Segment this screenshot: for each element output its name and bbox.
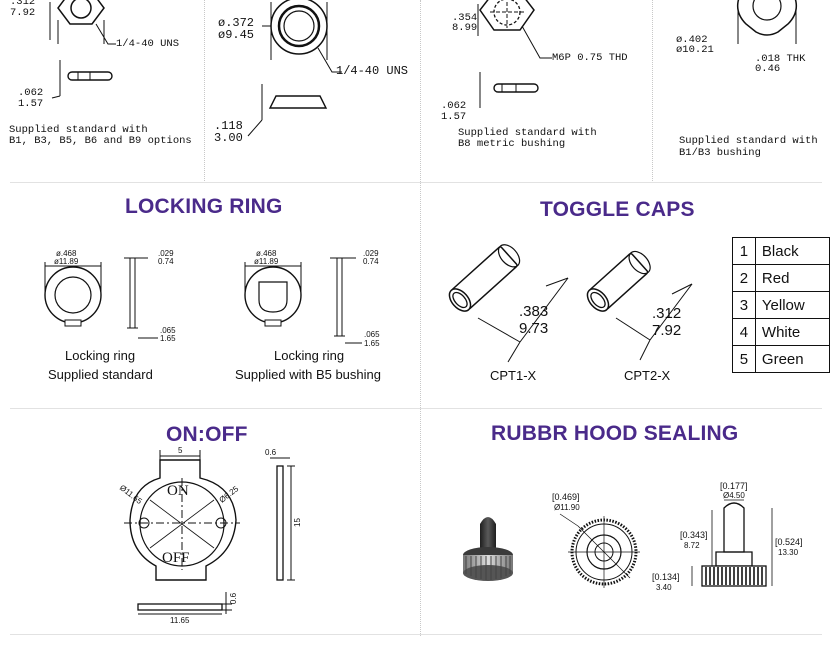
hood-h3-mm: 3.40	[656, 583, 672, 592]
round-nut-drawing	[247, 0, 342, 137]
ring2-caption-1: Locking ring	[274, 348, 345, 363]
round-nut-dia-mm: ø9.45	[218, 28, 255, 42]
toggle-cap-2-drawing	[586, 250, 693, 361]
ring2-h-in: .065	[364, 330, 380, 339]
hex-thk-mm: 1.57	[18, 98, 44, 110]
ring1-h-in: .065	[160, 326, 176, 335]
lock-washer-drawing	[736, 0, 798, 44]
cap2-label: CPT2-X	[624, 368, 671, 383]
section-title-rubber-hood: RUBBR HOOD SEALING	[491, 422, 739, 445]
hood-d1-in: [0.469]	[552, 492, 580, 502]
metric-nut-note-1: Supplied standard with	[458, 127, 597, 139]
metric-nut-drawing	[477, 0, 552, 108]
hood-d1-mm: Ø11.90	[554, 503, 580, 512]
hood-d2-in: [0.177]	[720, 481, 748, 491]
hex-dim-mm: 7.92	[10, 7, 36, 19]
ring1-dia-mm: ø11.89	[54, 257, 79, 266]
hood-h2-mm: 13.30	[778, 548, 799, 557]
ring1-caption-2: Supplied standard	[48, 367, 153, 382]
locking-ring-2-drawing	[244, 257, 362, 344]
ring2-t-mm: 0.74	[363, 257, 379, 266]
divider-v-3	[652, 0, 653, 183]
hex-note-2: B1, B3, B5, B6 and B9 options	[9, 135, 192, 147]
hood-h3-in: [0.134]	[652, 572, 680, 582]
color-name: Red	[754, 264, 830, 292]
ring1-t-mm: 0.74	[158, 257, 174, 266]
hex-nut-drawing	[49, 0, 116, 99]
ring2-dia-mm: ø11.89	[254, 257, 279, 266]
ring2-caption-2: Supplied with B5 bushing	[235, 367, 381, 382]
hex-thk-in: .062	[18, 87, 44, 99]
round-nut-h-in: .118	[214, 119, 243, 133]
color-name: Black	[754, 237, 830, 265]
hood-h1-in: [0.343]	[680, 530, 708, 540]
color-name: Yellow	[754, 291, 830, 319]
on-off-top-dim: 5	[178, 446, 183, 455]
cap1-len-in: .383	[519, 303, 549, 320]
metric-nut-dim-mm: 8.99	[452, 22, 478, 34]
hex-thread: 1/4-40 UNS	[116, 38, 180, 50]
locking-ring-1-drawing	[44, 257, 158, 339]
section-title-toggle-caps: TOGGLE CAPS	[540, 198, 695, 221]
lock-washer-thk-in: .018 THK	[755, 53, 806, 65]
lock-washer-note-2: B1/B3 bushing	[679, 147, 761, 159]
metric-nut-note-2: B8 metric bushing	[458, 138, 566, 150]
divider-h-2	[10, 408, 822, 409]
hex-note-1: Supplied standard with	[9, 124, 148, 136]
on-off-plate-drawing	[124, 450, 295, 615]
cap2-len-mm: 7.92	[652, 322, 682, 339]
cap2-len-in: .312	[652, 305, 682, 322]
ring2-t-in: .029	[363, 249, 379, 258]
cap1-len-mm: 9.73	[519, 320, 549, 337]
lock-washer-dia-mm: ø10.21	[676, 44, 714, 56]
on-off-on-label: ON	[167, 483, 189, 499]
metric-nut-thk-in: .062	[441, 100, 467, 112]
round-nut-dia-in: ø.372	[218, 16, 255, 30]
section-title-locking-ring: LOCKING RING	[125, 195, 283, 218]
ring1-t-in: .029	[158, 249, 174, 258]
on-off-side-thk: 0.6	[265, 448, 277, 457]
divider-v-1	[204, 0, 205, 183]
on-off-bottom-w: 11.65	[170, 616, 190, 625]
hood-h2-in: [0.524]	[775, 537, 803, 547]
lock-washer-thk-mm: 0.46	[755, 63, 781, 75]
metric-nut-thread: M6P 0.75 THD	[552, 52, 628, 64]
hood-d2-mm: Ø4.50	[723, 491, 745, 500]
divider-h-1	[10, 182, 822, 183]
color-name: White	[754, 318, 830, 346]
toggle-cap-1-drawing	[448, 244, 569, 363]
ring2-h-mm: 1.65	[364, 339, 380, 348]
lock-washer-dia-in: ø.402	[676, 34, 708, 46]
hood-h1-mm: 8.72	[684, 541, 700, 550]
ring2-dia-in: ø.468	[256, 249, 277, 258]
cap1-label: CPT1-X	[490, 368, 537, 383]
lock-washer-note-1: Supplied standard with	[679, 135, 818, 147]
color-name: Green	[754, 345, 830, 373]
round-nut-thread: 1/4-40 UNS	[336, 64, 409, 78]
metric-nut-dim-in: .354	[452, 12, 478, 24]
section-title-on-off: ON:OFF	[166, 423, 248, 446]
hex-dim-in: .312	[10, 0, 36, 8]
round-nut-h-mm: 3.00	[214, 131, 243, 145]
on-off-off-label: OFF	[162, 550, 190, 566]
ring1-caption-1: Locking ring	[65, 348, 136, 363]
ring1-h-mm: 1.65	[160, 334, 176, 343]
divider-h-3	[10, 634, 822, 635]
ring1-dia-in: ø.468	[56, 249, 77, 258]
divider-v-2	[420, 0, 421, 636]
metric-nut-thk-mm: 1.57	[441, 111, 467, 123]
